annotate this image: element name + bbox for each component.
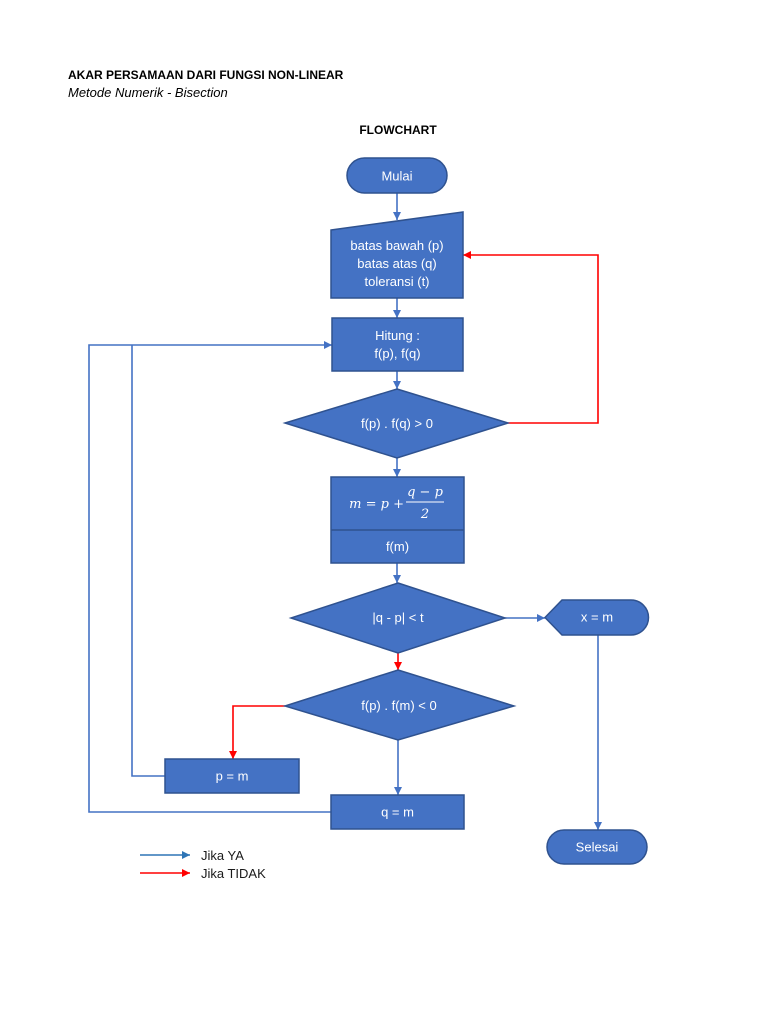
- update-p-process: p = m: [164, 758, 300, 794]
- input-shape: [330, 211, 464, 299]
- evaluate-line-1: Hitung :: [375, 328, 420, 343]
- midpoint-process-shape: [330, 476, 465, 564]
- input-line-upper-bound: batas atas (q): [357, 256, 437, 271]
- input-line-tolerance: toleransi (t): [364, 274, 429, 289]
- update-q-label: q = m: [381, 805, 414, 820]
- decision-sign-check-shape: [282, 388, 511, 459]
- formula-numerator: q − p: [407, 485, 443, 500]
- evaluate-process: Hitung : f(p), f(q): [331, 317, 464, 372]
- output-display: x = m: [543, 599, 650, 636]
- evaluate-process-shape: [331, 317, 464, 372]
- decision-tolerance-check-shape: [288, 582, 508, 654]
- connector-update-check-to-update-p: [229, 705, 285, 759]
- decision-tolerance-check: |q - p| < t: [288, 582, 508, 654]
- decision-update-check-shape: [282, 669, 517, 741]
- midpoint-formula: m = p + q − p 2: [349, 485, 444, 522]
- end-terminator-shape: [546, 829, 648, 865]
- connector-update-q-loop-to-evaluate: [88, 341, 332, 813]
- page-subtitle: Metode Numerik - Bisection: [68, 85, 228, 100]
- formula-lhs: m = p +: [349, 497, 404, 512]
- start-label: Mulai: [381, 169, 412, 184]
- evaluate-line-2: f(p), f(q): [374, 346, 420, 361]
- decision-tolerance-check-label: |q - p| < t: [372, 610, 424, 625]
- legend: Jika YA Jika TIDAK: [140, 848, 266, 881]
- section-heading: FLOWCHART: [359, 123, 437, 137]
- page-title: AKAR PERSAMAAN DARI FUNGSI NON-LINEAR: [68, 68, 344, 82]
- midpoint-evaluate-label: f(m): [386, 539, 409, 554]
- decision-sign-check: f(p) . f(q) > 0: [282, 388, 511, 459]
- midpoint-process: m = p + q − p 2 f(m): [330, 476, 465, 564]
- input-line-lower-bound: batas bawah (p): [350, 238, 443, 253]
- document-header: AKAR PERSAMAAN DARI FUNGSI NON-LINEAR Me…: [68, 68, 437, 137]
- update-q-process-shape: [330, 794, 465, 830]
- end-terminator: Selesai: [546, 829, 648, 865]
- legend-yes-label: Jika YA: [201, 848, 244, 863]
- formula-denominator: 2: [420, 507, 429, 522]
- legend-no-label: Jika TIDAK: [201, 866, 266, 881]
- output-display-shape: [543, 599, 650, 636]
- start-terminator-shape: [346, 157, 448, 194]
- connector-sign-check-back-to-input: [463, 251, 599, 424]
- decision-sign-check-label: f(p) . f(q) > 0: [361, 416, 433, 431]
- update-q-process: q = m: [330, 794, 465, 830]
- output-label: x = m: [581, 610, 613, 625]
- update-p-label: p = m: [216, 769, 249, 784]
- connector-update-p-loop: [131, 345, 165, 777]
- start-terminator: Mulai: [346, 157, 448, 194]
- end-label: Selesai: [576, 840, 619, 855]
- update-p-process-shape: [164, 758, 300, 794]
- decision-update-check: f(p) . f(m) < 0: [282, 669, 517, 741]
- connectors: [88, 193, 602, 830]
- input-manual-input: batas bawah (p) batas atas (q) toleransi…: [330, 211, 464, 299]
- decision-update-check-label: f(p) . f(m) < 0: [361, 698, 436, 713]
